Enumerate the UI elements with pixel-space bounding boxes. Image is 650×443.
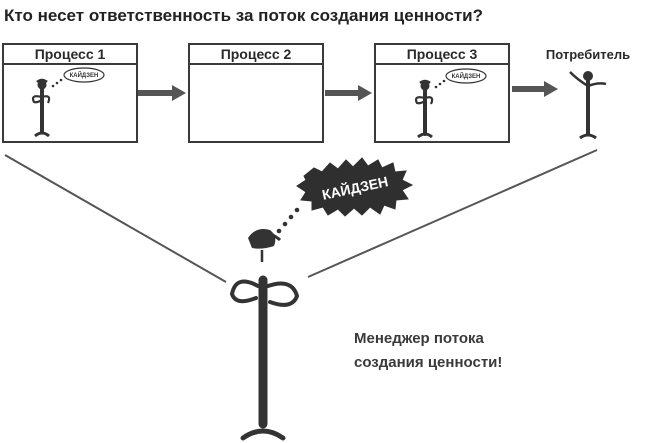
kaizen-bubble-text: КАЙДЗЕН [70,71,99,79]
process-box-3: Процесс 3 КАЙДЗЕН [374,43,510,143]
process-box-label: Процесс 1 [35,46,106,62]
sight-line-right [307,149,598,278]
consumer-label: Потребитель [546,47,630,62]
flow-arrow-1 [138,85,186,101]
flow-arrow-2 [325,85,372,101]
flow-arrow-3 [512,81,558,97]
page-title: Кто несет ответственность за поток созда… [4,6,483,25]
kaizen-bubble-small-1: КАЙДЗЕН [63,67,105,83]
manager-caption-line-1: Менеджер потока [354,330,485,347]
worker-figure-3 [414,79,446,139]
kaizen-bubble-small-3: КАЙДЗЕН [445,68,487,84]
kaizen-bubble-text: КАЙДЗЕН [452,72,481,80]
sight-line-left [4,154,227,283]
manager-figure [229,229,300,441]
consumer-figure [569,71,607,140]
process-box-1: Процесс 1 КАЙДЗЕН [2,43,138,143]
manager-caption-line-2: создания ценности! [354,354,502,371]
process-box-2: Процесс 2 [188,43,324,143]
worker-figure-1 [31,78,63,138]
thought-dots [276,207,300,234]
process-box-label: Процесс 2 [221,46,292,62]
process-box-label: Процесс 3 [407,46,478,62]
kaizen-bubble-large: КАЙДЗЕН [296,157,414,217]
